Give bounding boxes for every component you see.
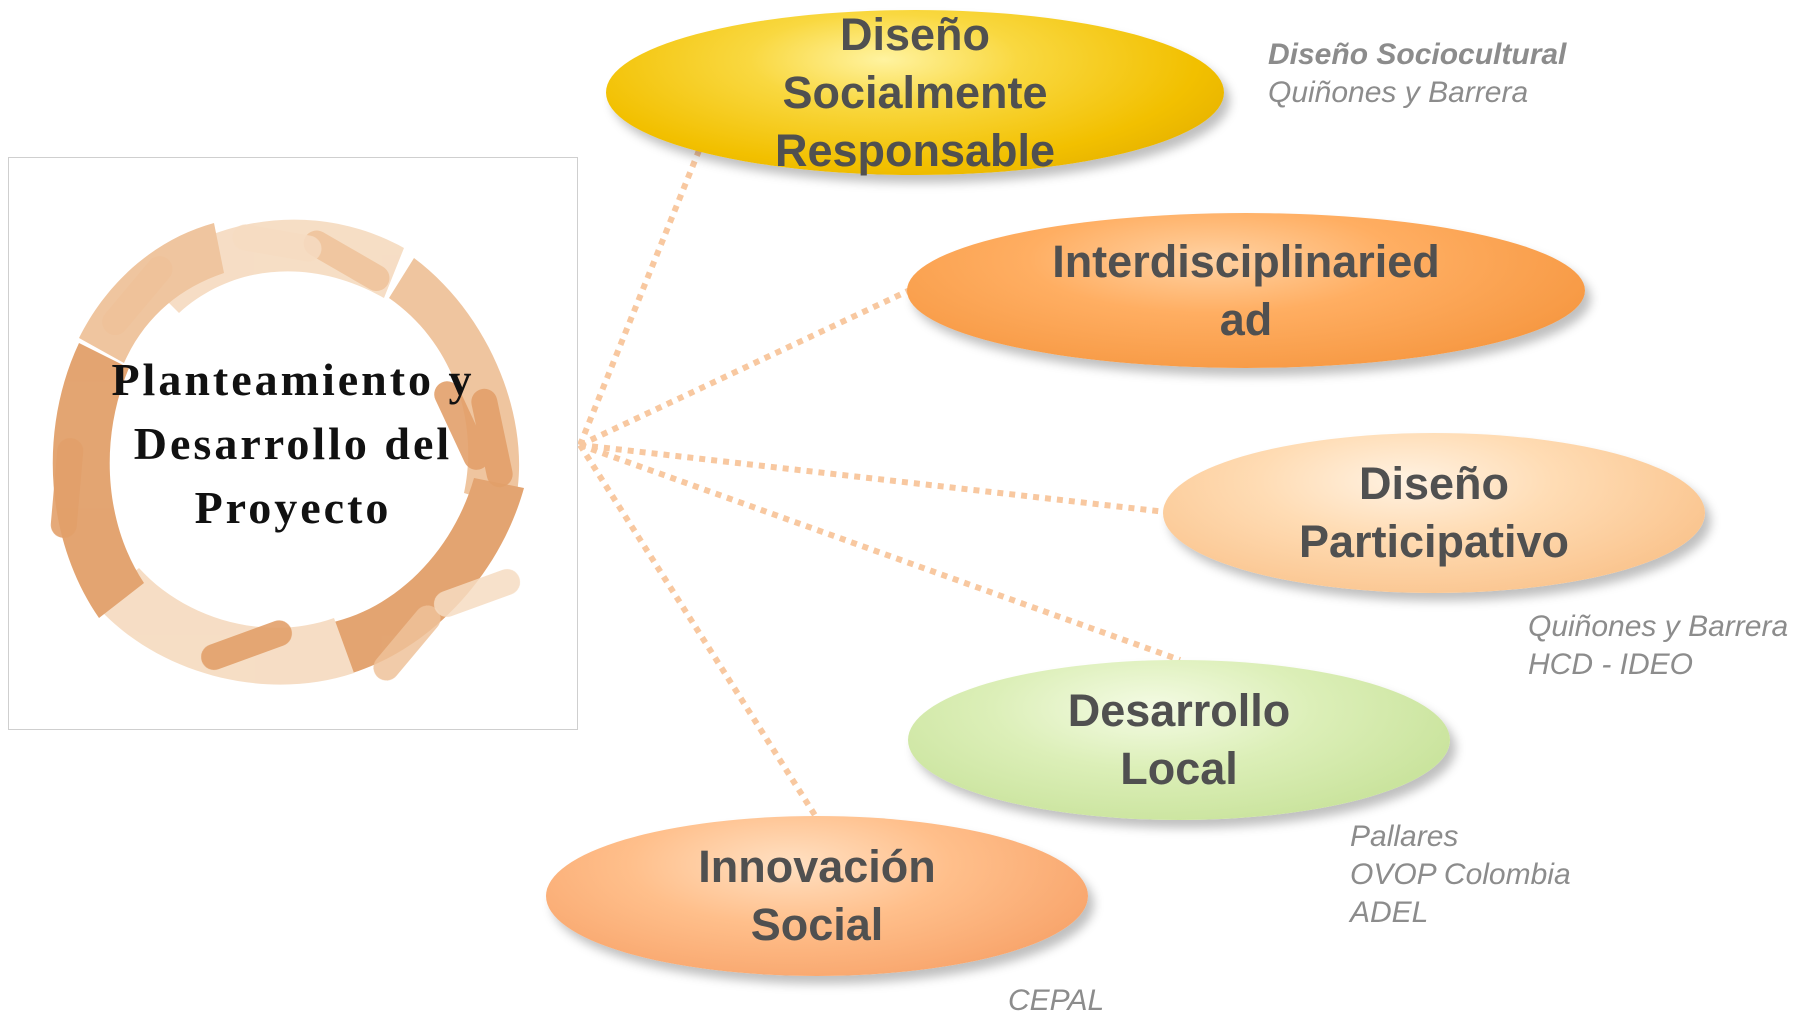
node-innovacion-social: Innovación Social — [546, 816, 1088, 976]
node-desarrollo-local: Desarrollo Local — [908, 660, 1450, 820]
connector-5 — [577, 443, 821, 822]
node-2-line-1: Interdisciplinaried — [1052, 235, 1440, 287]
node-3-line-2: Participativo — [1298, 516, 1570, 567]
project-title: Planteamiento y Desarrollo del Proyecto — [9, 348, 577, 540]
reference-1-line-1: Diseño Sociocultural — [1268, 38, 1567, 71]
node-4-line-1: Desarrollo — [1067, 685, 1291, 736]
node-1-line-2: Socialmente — [782, 66, 1048, 118]
node-5-line-1: Innovación — [698, 841, 936, 892]
reference-3-line-1: Pallares — [1350, 820, 1459, 853]
reference-desarrollo-local: Pallares OVOP Colombia ADEL — [1350, 818, 1571, 932]
connector-4 — [578, 442, 1182, 663]
connector-2 — [578, 287, 912, 448]
connector-1 — [577, 146, 703, 447]
project-title-line-1: Planteamiento y — [111, 354, 475, 405]
reference-4-line-1: CEPAL — [1008, 984, 1105, 1017]
hands-circle-image — [50, 219, 524, 685]
node-1-line-3: Responsable — [774, 124, 1056, 176]
node-diseno-socialmente-responsable: Diseño Socialmente Responsable — [606, 9, 1224, 176]
reference-innovacion-social: CEPAL — [1008, 982, 1104, 1020]
reference-3-line-3: ADEL — [1350, 896, 1429, 929]
connector-3 — [579, 442, 1167, 515]
node-interdisciplinariedad: Interdisciplinaried ad — [907, 213, 1585, 368]
node-3-line-1: Diseño — [1358, 458, 1510, 509]
project-image-box: Planteamiento y Desarrollo del Proyecto — [8, 157, 578, 730]
node-1-line-1: Diseño — [839, 8, 991, 60]
node-4-line-2: Local — [1120, 743, 1238, 794]
reference-3-line-2: OVOP Colombia — [1350, 858, 1571, 891]
reference-2-line-2: HCD - IDEO — [1528, 648, 1693, 681]
node-5-line-2: Social — [750, 899, 884, 950]
reference-diseno-sociocultural: Diseño Sociocultural Quiñones y Barrera — [1268, 36, 1566, 112]
reference-participativo: Quiñones y Barrera HCD - IDEO — [1528, 608, 1788, 684]
project-title-line-3: Proyecto — [194, 482, 392, 533]
reference-2-line-1: Quiñones y Barrera — [1528, 610, 1789, 643]
node-diseno-participativo: Diseño Participativo — [1163, 433, 1705, 593]
project-title-line-2: Desarrollo del — [133, 418, 453, 469]
reference-1-line-2: Quiñones y Barrera — [1268, 76, 1529, 109]
node-2-line-2: ad — [1219, 293, 1273, 345]
